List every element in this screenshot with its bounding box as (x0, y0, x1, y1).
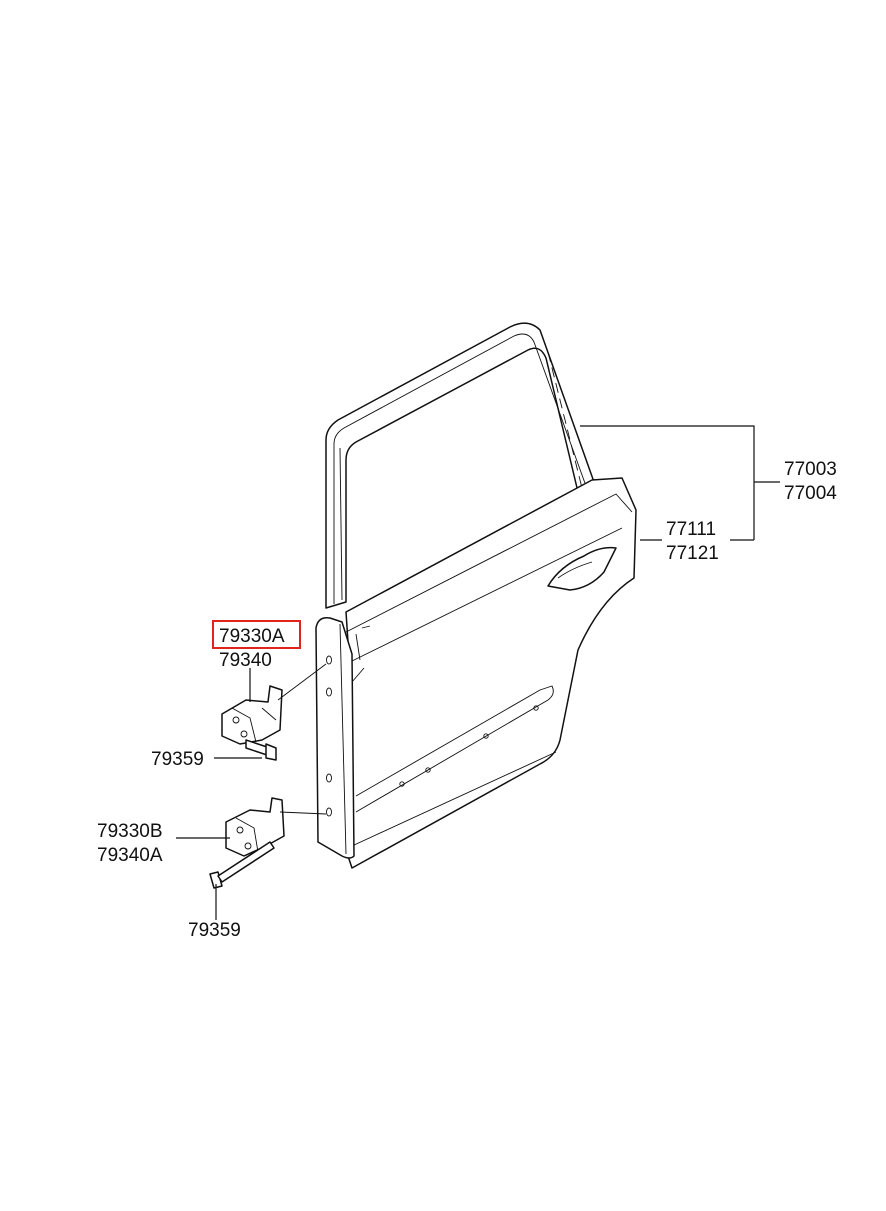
lower-bolt (209, 841, 275, 889)
lower-hinge (225, 797, 327, 857)
label-lower-hinge-alt: 79340A (97, 845, 163, 866)
door-front-edge (315, 616, 355, 859)
label-door-panel-a: 77111 (666, 519, 716, 540)
label-door-frame-a: 77003 (784, 459, 837, 480)
label-upper-bolt: 79359 (151, 749, 204, 770)
highlight-box (212, 620, 301, 649)
label-upper-hinge[interactable]: 79330A (219, 626, 285, 647)
label-upper-hinge-alt: 79340 (219, 650, 272, 671)
label-lower-bolt: 79359 (188, 920, 241, 941)
upper-hinge (221, 663, 327, 745)
upper-bolt (245, 739, 277, 761)
leader-lines (176, 425, 780, 920)
label-door-frame-b: 77004 (784, 483, 837, 504)
label-lower-hinge: 79330B (97, 821, 163, 842)
label-door-panel-b: 77121 (666, 543, 719, 564)
door-panel (345, 477, 637, 869)
